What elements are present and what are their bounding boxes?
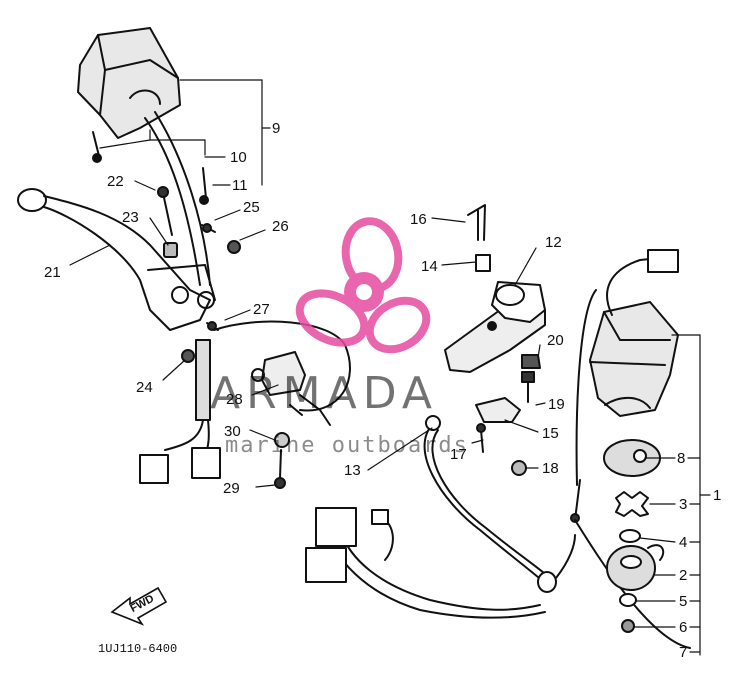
throttle-small-parts: [475, 354, 541, 476]
callout-28: 28: [226, 391, 243, 408]
callout-17: 17: [450, 446, 467, 463]
forward-arrow-icon: FWD: [110, 586, 168, 626]
callout-12: 12: [545, 234, 562, 251]
callout-8: 8: [677, 450, 685, 467]
left-switch-housing: [77, 27, 209, 205]
callout-25: 25: [243, 199, 260, 216]
callout-14: 14: [421, 258, 438, 275]
callout-18: 18: [542, 460, 559, 477]
callout-21: 21: [44, 264, 61, 281]
callout-19: 19: [548, 396, 565, 413]
clutch-lever: [17, 188, 216, 331]
callout-4: 4: [679, 534, 687, 551]
right-switch-parts: [603, 439, 665, 633]
part-code: 1UJ110-6400: [98, 642, 177, 656]
left-small-parts: [157, 186, 241, 363]
left-wire-harness: [139, 320, 351, 484]
callout-1: 1: [713, 487, 721, 504]
callout-22: 22: [107, 173, 124, 190]
callout-29: 29: [223, 480, 240, 497]
callout-labels: 1 2 3 4 5 6 7 8 9 10 11 12 13 14 15 16 1…: [44, 120, 721, 661]
callout-11: 11: [232, 177, 248, 194]
main-wire-harness: [305, 415, 576, 619]
callout-5: 5: [679, 593, 687, 610]
callout-10: 10: [230, 149, 247, 166]
callout-7: 7: [679, 644, 687, 661]
leader-lines: [69, 79, 711, 656]
callout-23: 23: [122, 209, 139, 226]
callout-9: 9: [272, 120, 280, 137]
callout-16: 16: [410, 211, 427, 228]
armada-logo-icon: [295, 217, 431, 354]
callout-3: 3: [679, 496, 687, 513]
callout-27: 27: [253, 301, 270, 318]
throttle-clamp: [444, 204, 546, 373]
callout-26: 26: [272, 218, 289, 235]
callout-6: 6: [679, 619, 687, 636]
watermark-tagline: marine outboards: [225, 433, 469, 458]
callout-2: 2: [679, 567, 687, 584]
callout-13: 13: [344, 462, 361, 479]
brake-switch: [251, 351, 331, 489]
callout-20: 20: [547, 332, 564, 349]
callout-24: 24: [136, 379, 153, 396]
callout-30: 30: [224, 423, 241, 440]
watermark-brand: ARMADA: [210, 368, 438, 419]
callout-15: 15: [542, 425, 559, 442]
